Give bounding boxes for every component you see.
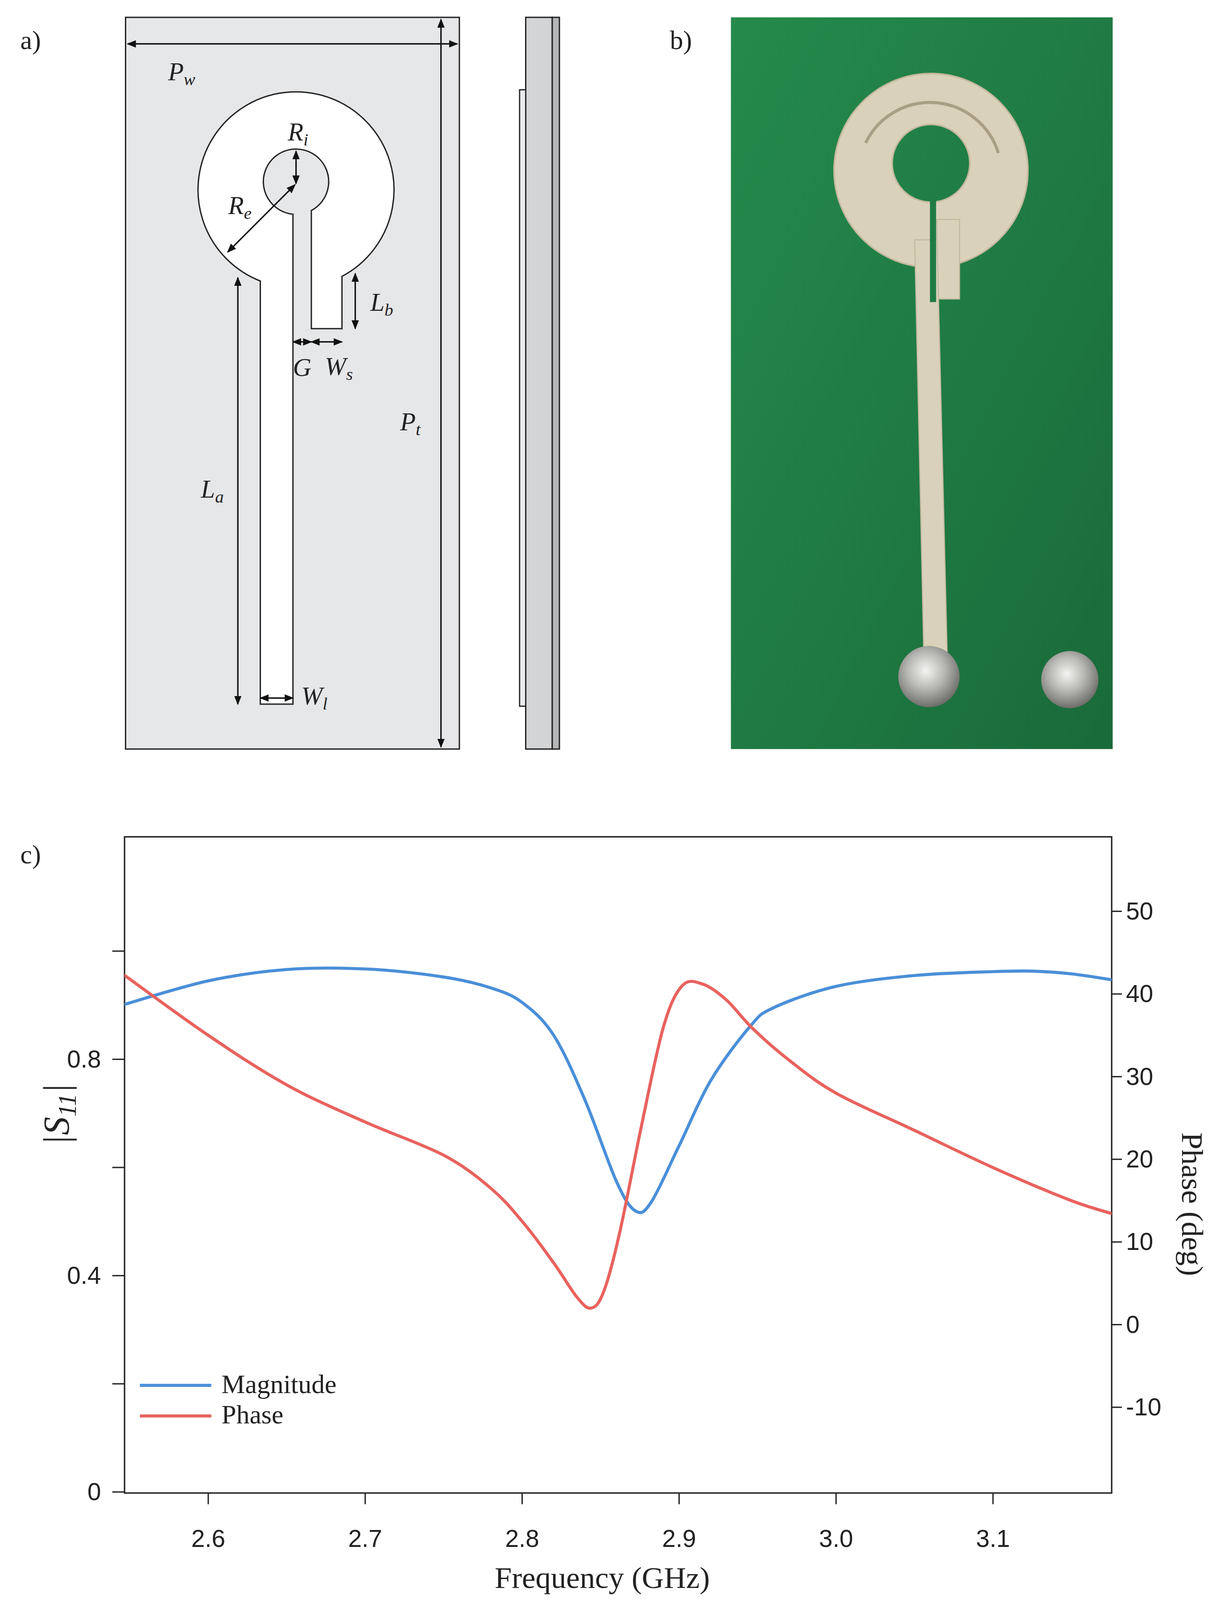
axis-tick xyxy=(1111,1158,1122,1161)
panel-letter: c) xyxy=(20,842,42,869)
tick-label: 0.8 xyxy=(66,1047,101,1072)
plot-axes xyxy=(112,837,1122,1506)
antenna-layout xyxy=(125,17,459,750)
antenna-photo xyxy=(914,239,947,659)
dimension-label: Ri xyxy=(287,119,309,149)
dimension-label: Pw xyxy=(168,58,196,89)
tick-label: 0 xyxy=(1125,1312,1140,1338)
dimension-label: La xyxy=(200,476,224,506)
dimension-arrow xyxy=(354,273,356,329)
legend-label: Magnitude xyxy=(221,1372,337,1399)
legend-label: Phase xyxy=(221,1402,284,1430)
axis-tick xyxy=(112,1058,125,1061)
dimension-arrow xyxy=(311,341,343,343)
side-view xyxy=(519,17,560,750)
magnitude-curve xyxy=(124,968,1112,1214)
axis-tick xyxy=(112,950,125,952)
tick-label: 20 xyxy=(1125,1147,1154,1172)
dimension-arrow xyxy=(227,184,295,253)
dimension-arrow xyxy=(127,19,458,748)
axis-title: |S11| xyxy=(37,1083,81,1146)
tick-label: 3.1 xyxy=(975,1527,1010,1552)
axis-tick xyxy=(364,1493,366,1505)
side-view xyxy=(525,17,553,750)
dimension-arrow xyxy=(127,43,458,45)
plot-axes xyxy=(124,837,1112,1494)
legend-swatch xyxy=(140,1383,212,1387)
tick-label: -10 xyxy=(1125,1395,1162,1420)
tick-label: 2.6 xyxy=(191,1527,226,1552)
dimension-label: Wl xyxy=(301,683,328,713)
axis-tick xyxy=(1111,1076,1122,1078)
dimension-label: Re xyxy=(228,192,252,223)
antenna-photo xyxy=(1041,651,1099,709)
axis-tick xyxy=(1111,993,1122,996)
antenna-photo xyxy=(937,219,960,300)
axis-tick xyxy=(1111,1241,1122,1244)
phase-curve xyxy=(124,973,1112,1309)
side-view xyxy=(552,17,560,750)
antenna-photo xyxy=(898,646,960,708)
tick-label: 3.0 xyxy=(818,1527,853,1552)
antenna-photo xyxy=(731,17,1113,750)
tick-label: 2.7 xyxy=(348,1527,383,1552)
axis-tick xyxy=(992,1493,994,1505)
axis-tick xyxy=(521,1493,523,1505)
axis-tick xyxy=(835,1493,837,1505)
antenna-layout xyxy=(198,91,394,705)
dimension-label: Pt xyxy=(400,409,421,439)
axis-tick xyxy=(1111,1406,1122,1409)
tick-label: 40 xyxy=(1125,982,1154,1007)
antenna-photo xyxy=(930,200,937,303)
side-view xyxy=(519,89,526,707)
antenna-layout xyxy=(125,17,459,750)
panel-letter: a) xyxy=(20,27,42,55)
tick-label: 2.8 xyxy=(504,1527,539,1552)
plot-axes xyxy=(112,911,1122,1506)
tick-label: 10 xyxy=(1125,1230,1154,1255)
antenna-photo xyxy=(865,102,999,153)
plot-curves xyxy=(124,968,1112,1309)
tick-label: 0 xyxy=(87,1480,102,1505)
dimension-arrow xyxy=(440,19,442,748)
dimension-label: Ws xyxy=(324,353,353,384)
axis-tick xyxy=(112,1275,125,1277)
tick-label: 0.4 xyxy=(66,1263,101,1289)
axis-tick xyxy=(112,1491,125,1493)
legend-swatch xyxy=(140,1414,212,1418)
dimension-label: Lb xyxy=(370,289,393,319)
axis-tick xyxy=(112,1167,125,1169)
axis-tick xyxy=(112,1383,125,1386)
tick-label: 30 xyxy=(1125,1064,1154,1090)
axis-tick xyxy=(207,1493,209,1505)
axis-title: Phase (deg) xyxy=(1177,1132,1208,1277)
panel-letter: b) xyxy=(669,27,693,55)
tick-label: 50 xyxy=(1125,899,1154,924)
axis-tick xyxy=(1111,1324,1122,1326)
dimension-arrow xyxy=(295,151,297,184)
dimension-label: G xyxy=(293,354,312,381)
axis-tick xyxy=(678,1493,680,1505)
dimension-arrow xyxy=(260,697,294,699)
antenna-photo xyxy=(731,17,1113,750)
axis-tick xyxy=(1111,910,1122,913)
dimension-arrow xyxy=(237,277,239,705)
axis-title: Frequency (GHz) xyxy=(494,1563,710,1594)
dimension-arrow xyxy=(293,341,312,343)
tick-label: 2.9 xyxy=(661,1527,696,1552)
